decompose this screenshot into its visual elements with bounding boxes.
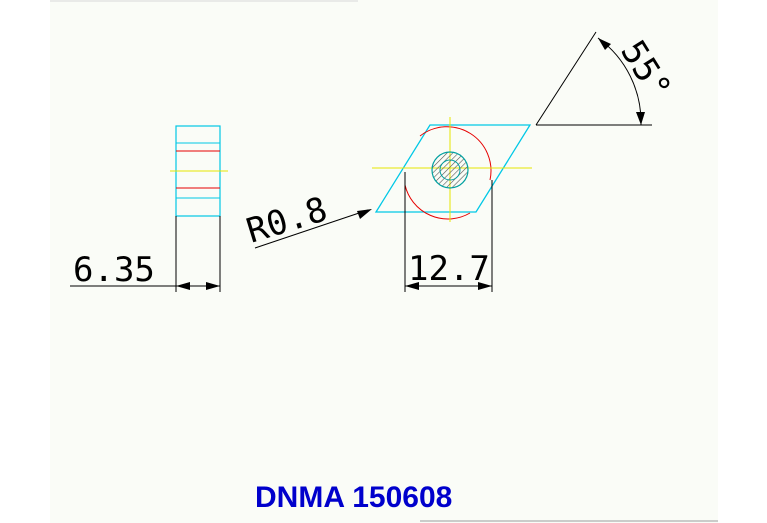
leader-line xyxy=(254,209,369,249)
arrowhead xyxy=(478,282,492,290)
center-hole xyxy=(431,151,469,189)
arrowhead xyxy=(206,282,220,290)
arrowhead xyxy=(405,282,419,290)
side-view xyxy=(170,125,228,217)
arrowhead xyxy=(598,38,611,50)
width-dimension: 12.7 xyxy=(404,172,493,292)
angle-leg xyxy=(535,31,597,126)
insert-code-caption: DNMA 150608 xyxy=(255,481,452,514)
center-hole-inner xyxy=(439,159,461,181)
inscribed-circle-arc xyxy=(404,184,471,220)
paper-background xyxy=(50,0,718,523)
thickness-dimension: 6.35 xyxy=(70,216,221,292)
arrowhead xyxy=(176,282,190,290)
insert-outline xyxy=(374,124,532,213)
arrowhead xyxy=(357,209,372,219)
thickness-label: 6.35 xyxy=(73,250,155,290)
width-label: 12.7 xyxy=(408,249,490,289)
inscribed-circle-arc xyxy=(419,126,492,181)
arrowhead xyxy=(636,112,645,125)
top-view xyxy=(372,117,532,222)
